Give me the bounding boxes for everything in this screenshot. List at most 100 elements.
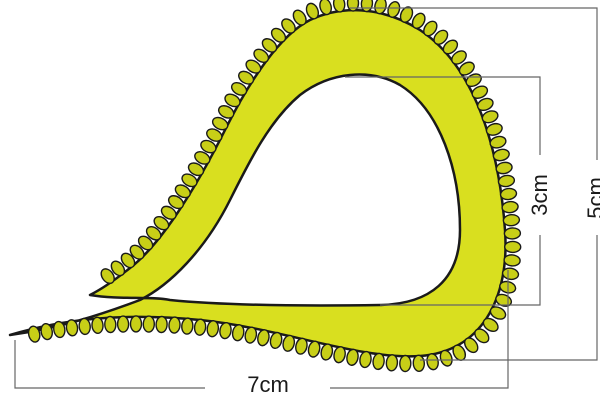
scallop-mark — [211, 116, 229, 131]
scallop-mark — [471, 85, 489, 99]
dimension-lines — [14, 7, 598, 389]
scallop-mark — [372, 352, 385, 371]
scallop-mark — [501, 200, 519, 214]
scallop-mark — [194, 151, 211, 165]
scallop-mark — [155, 315, 168, 334]
scallop-mark — [187, 162, 205, 177]
scallop-mark — [104, 315, 117, 334]
scallop-mark — [359, 350, 372, 369]
scallop-mark — [307, 340, 321, 358]
scallop-mark — [116, 315, 130, 333]
scallop-mark — [497, 174, 516, 188]
scallop-mark — [474, 328, 490, 344]
scallop-mark — [495, 161, 513, 175]
scallop-mark — [167, 195, 185, 210]
scallop-mark — [129, 244, 145, 260]
scallop-mark — [426, 353, 439, 371]
width-dimension-line-right — [330, 270, 509, 389]
scallop-mark — [120, 252, 136, 269]
scallop-mark — [423, 20, 438, 37]
scallop-mark — [481, 110, 499, 124]
scallop-mark — [238, 70, 255, 85]
scallop-mark — [181, 173, 198, 188]
scallop-mark — [451, 50, 467, 65]
scallop-mark — [305, 2, 320, 20]
scallop-mark — [100, 268, 115, 285]
scallop-mark — [245, 59, 262, 74]
scallop-mark — [503, 227, 522, 240]
scallop-mark — [153, 216, 170, 231]
scallop-mark — [411, 12, 426, 29]
scallop-mark — [485, 122, 503, 136]
scallop-mark — [320, 343, 334, 361]
scallop-mark — [200, 139, 217, 154]
scallop-mark — [503, 254, 521, 267]
scallop-mark — [346, 0, 360, 12]
scallop-mark — [219, 321, 232, 340]
scallop-mark — [499, 187, 518, 201]
scallop-mark — [129, 315, 143, 333]
scallop-mark — [399, 354, 412, 373]
scallop-mark — [433, 29, 449, 45]
scallop-mark — [168, 316, 181, 334]
scallop-mark — [244, 326, 258, 344]
scallop-mark — [281, 18, 296, 34]
outer-height-label: 5cm — [583, 177, 600, 219]
outer-height-dimension-line-bottom — [420, 235, 598, 361]
inner-height-label: 3cm — [527, 174, 552, 216]
inner-height-dimension-line-bottom — [380, 235, 541, 306]
scallop-mark — [78, 317, 91, 336]
scallop-mark — [53, 320, 66, 339]
scallop-mark — [442, 39, 459, 55]
scallop-mark — [217, 105, 235, 119]
scallop-mark — [482, 317, 499, 333]
scallop-mark — [399, 6, 414, 23]
scallop-mark — [489, 306, 507, 320]
scallop-mark — [458, 61, 475, 76]
scallop-mark — [145, 226, 162, 241]
inner-height-dimension-line-top — [345, 76, 541, 155]
scallop-mark — [346, 348, 359, 366]
scallop-mark — [231, 324, 245, 342]
scallop-mark — [332, 0, 346, 13]
scallop-mark — [206, 320, 220, 338]
scallop-mark — [292, 9, 307, 26]
scallop-mark — [91, 316, 104, 334]
scallop-mark — [463, 337, 479, 354]
scallop-mark — [385, 354, 399, 372]
scallop-mark — [160, 205, 177, 220]
scallop-mark — [476, 97, 494, 112]
scallop-mark — [174, 184, 191, 199]
scallop-mark — [65, 319, 79, 337]
scallop-mark — [181, 317, 194, 335]
scallop-mark — [142, 315, 156, 333]
scallop-pattern — [27, 0, 522, 373]
scallop-mark — [230, 81, 248, 96]
scallop-mark — [257, 329, 270, 347]
scallop-mark — [282, 334, 296, 352]
scallop-mark — [270, 27, 287, 43]
scallop-mark — [501, 267, 520, 281]
scallop-mark — [261, 38, 278, 53]
scallop-mark — [295, 337, 308, 355]
scallop-mark — [40, 322, 53, 341]
scallop-mark — [27, 325, 41, 343]
scallop-mark — [412, 354, 426, 372]
scallop-mark — [193, 318, 207, 336]
scallop-mark — [502, 213, 521, 227]
outer-height-dimension-line-top — [350, 7, 598, 160]
scallop-mark — [110, 260, 126, 277]
scallop-mark — [137, 235, 154, 251]
scallop-mark — [489, 135, 507, 149]
scallop-mark — [269, 331, 283, 350]
scallop-mark — [206, 128, 223, 142]
scallop-mark — [374, 0, 387, 15]
scallop-mark — [333, 346, 346, 364]
scallop-mark — [253, 48, 270, 64]
scallop-mark — [224, 93, 241, 108]
width-label: 7cm — [247, 372, 289, 397]
scallop-mark — [504, 240, 522, 254]
scallop-mark — [492, 148, 510, 162]
width-dimension-line — [14, 340, 205, 389]
